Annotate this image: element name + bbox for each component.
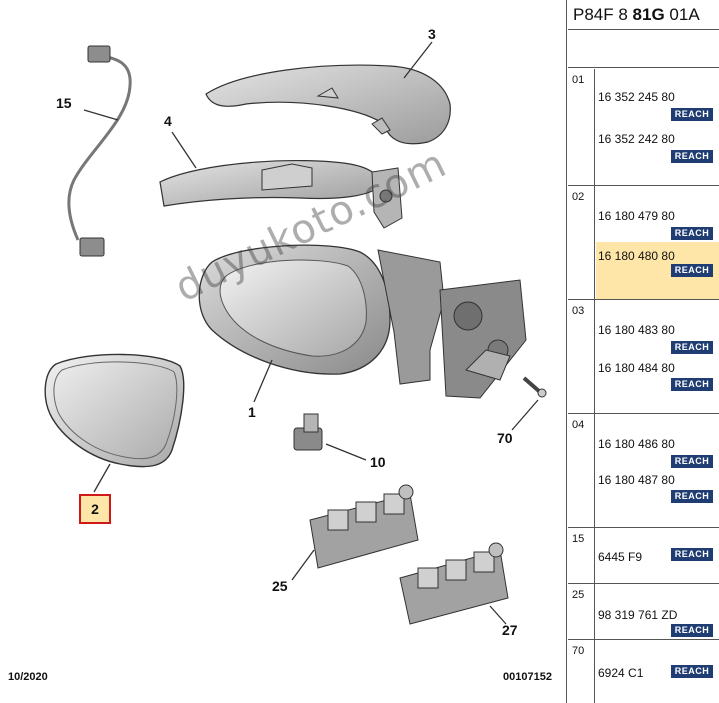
part-number: 16 352 245 80 [598, 90, 675, 104]
part-10-connector [293, 413, 323, 451]
part-row[interactable]: 98 319 761 ZD REACH [596, 598, 719, 638]
group-number: 01 [568, 69, 595, 185]
callout-1[interactable]: 1 [248, 404, 256, 420]
part-3-mirror-cap [205, 64, 451, 145]
reach-badge: REACH [671, 490, 713, 503]
part-1-mirror-housing [198, 244, 527, 399]
group-number: 70 [568, 640, 595, 703]
parts-header-spacer [568, 30, 719, 68]
parts-header: P84F 8 81G 01A [568, 0, 719, 30]
part-number: 16 180 483 80 [598, 323, 675, 337]
diagram-reference: 00107152 [503, 671, 552, 683]
reach-badge: REACH [671, 341, 713, 354]
part-number: 16 180 486 80 [598, 437, 675, 451]
group-number: 03 [568, 300, 595, 413]
group-number: 02 [568, 186, 595, 299]
parts-group-15: 15 6445 F9 REACH [568, 528, 719, 584]
callout-25[interactable]: 25 [272, 578, 288, 594]
part-4-turn-signal [159, 159, 403, 229]
header-prefix: P84F 8 [573, 5, 633, 24]
part-row[interactable]: 16 352 242 80 REACH [596, 121, 719, 163]
parts-group-03: 03 16 180 483 80 REACH 16 180 484 80 REA… [568, 300, 719, 414]
exploded-diagram: duyukoto.com 15 3 4 1 2 70 10 25 27 10/2… [8, 0, 567, 703]
reach-badge: REACH [671, 108, 713, 121]
callout-27[interactable]: 27 [502, 622, 518, 638]
part-number: 98 319 761 ZD [598, 608, 678, 622]
part-25-switch-block [309, 484, 419, 569]
part-number: 6445 F9 [598, 550, 643, 564]
reach-badge: REACH [671, 264, 713, 277]
callout-70[interactable]: 70 [497, 430, 513, 446]
part-row[interactable]: 16 180 483 80 REACH [596, 314, 719, 356]
parts-group-01: 01 16 352 245 80 REACH 16 352 242 80 REA… [568, 69, 719, 186]
reach-badge: REACH [671, 548, 713, 561]
parts-group-04: 04 16 180 486 80 REACH 16 180 487 80 REA… [568, 414, 719, 528]
reach-badge: REACH [671, 227, 713, 240]
reach-badge: REACH [671, 378, 713, 391]
diagram-date: 10/2020 [8, 671, 48, 683]
part-number: 6924 C1 [598, 666, 644, 680]
reach-badge: REACH [671, 624, 713, 637]
reach-badge: REACH [671, 150, 713, 163]
part-2-mirror-glass [44, 353, 185, 468]
diagram-drawing [44, 41, 547, 625]
parts-group-70: 70 6924 C1 REACH [568, 640, 719, 703]
parts-group-25: 25 98 319 761 ZD REACH [568, 584, 719, 640]
callout-10[interactable]: 10 [370, 454, 386, 470]
group-number: 25 [568, 584, 595, 639]
leader-lines [83, 41, 539, 625]
part-row-selected[interactable]: 16 180 480 80 REACH [596, 242, 719, 299]
callout-2-selected[interactable]: 2 [79, 494, 111, 524]
part-number: 16 180 487 80 [598, 473, 675, 487]
header-bold-code: 81G [632, 5, 665, 24]
part-number: 16 180 479 80 [598, 209, 675, 223]
part-row[interactable]: 16 180 479 80 REACH [596, 200, 719, 242]
group-number: 04 [568, 414, 595, 527]
part-number: 16 180 480 80 [598, 249, 675, 263]
part-number: 16 352 242 80 [598, 132, 675, 146]
part-row[interactable]: 6924 C1 REACH [596, 654, 719, 694]
part-number: 16 180 484 80 [598, 361, 675, 375]
part-27-switch-block [399, 542, 509, 625]
group-number: 15 [568, 528, 595, 583]
part-15-wiring-harness [67, 45, 132, 257]
parts-group-02: 02 16 180 479 80 REACH 16 180 480 80 REA… [568, 186, 719, 300]
reach-badge: REACH [671, 665, 713, 678]
part-row[interactable]: 16 352 245 80 REACH [596, 83, 719, 121]
part-row[interactable]: 6445 F9 REACH [596, 542, 719, 578]
callout-4[interactable]: 4 [164, 113, 172, 129]
callout-3[interactable]: 3 [428, 26, 436, 42]
part-row[interactable]: 16 180 487 80 REACH [596, 470, 719, 512]
header-suffix: 01A [664, 5, 700, 24]
reach-badge: REACH [671, 455, 713, 468]
callout-15[interactable]: 15 [56, 95, 72, 111]
parts-list-panel: P84F 8 81G 01A 01 16 352 245 80 REACH 16… [568, 0, 719, 703]
part-70-screw [522, 376, 547, 398]
part-row[interactable]: 16 180 484 80 REACH [596, 356, 719, 398]
part-row[interactable]: 16 180 486 80 REACH [596, 428, 719, 470]
